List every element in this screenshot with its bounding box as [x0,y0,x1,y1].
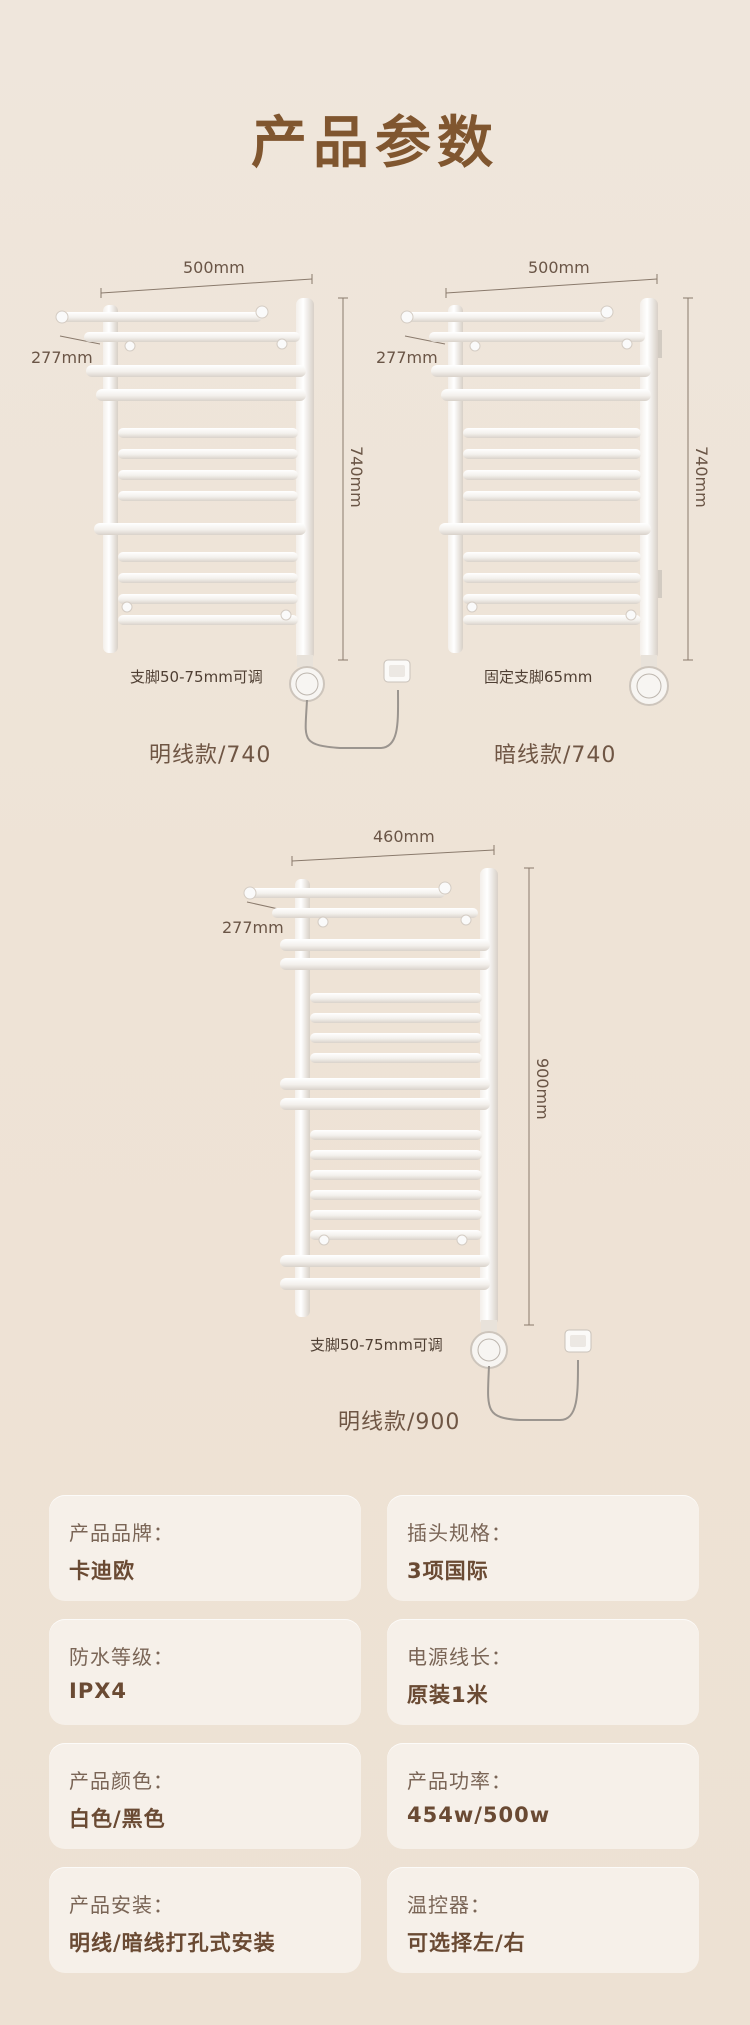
depth-dimension: 277mm [222,918,284,937]
spec-card-plug: 插头规格： 3项国际 [387,1495,699,1601]
height-dimension: 900mm [533,1058,552,1120]
product-caption: 明线款/900 [338,1410,461,1435]
spec-card-waterproof: 防水等级： IPX4 [49,1619,361,1725]
spec-card-thermostat: 温控器： 可选择左/右 [387,1867,699,1973]
spec-card-cable: 电源线长： 原装1米 [387,1619,699,1725]
spec-card-install: 产品安装： 明线/暗线打孔式安装 [49,1867,361,1973]
spec-label: 防水等级： [69,1645,174,1669]
leg-note: 支脚50-75mm可调 [310,1336,443,1354]
spec-label: 产品功率： [407,1769,512,1793]
spec-label: 插头规格： [407,1521,512,1545]
product-concealed-740: 500mm 277mm 740mm 固定支脚65mm 暗线款/740 [0,0,750,780]
spec-label: 产品安装： [69,1893,174,1917]
spec-card-color: 产品颜色： 白色/黑色 [49,1743,361,1849]
spec-value: 卡迪欧 [69,1559,135,1583]
spec-card-brand: 产品品牌： 卡迪欧 [49,1495,361,1601]
towel-rack-illustration [55,274,411,749]
spec-value: 白色/黑色 [69,1807,166,1831]
product-caption: 明线款/740 [149,743,272,768]
spec-label: 产品品牌： [69,1521,174,1545]
product-caption: 暗线款/740 [494,743,617,768]
leg-note: 固定支脚65mm [484,668,593,686]
leg-note: 支脚50-75mm可调 [130,668,263,686]
spec-value: IPX4 [69,1679,128,1703]
spec-value: 3项国际 [407,1559,489,1583]
spec-value: 可选择左/右 [407,1931,526,1955]
depth-dimension: 277mm [31,348,93,367]
spec-label: 温控器： [407,1893,491,1917]
width-dimension: 500mm [528,258,590,277]
spec-value: 明线/暗线打孔式安装 [69,1931,276,1955]
spec-value: 原装1米 [407,1683,489,1707]
product-open-740: 500mm 277mm 740mm 支脚50-75mm可调 明线款/740 [0,0,750,780]
spec-label: 电源线长： [407,1645,512,1669]
depth-dimension: 277mm [376,348,438,367]
width-dimension: 460mm [373,827,435,846]
page-title: 产品参数 [251,111,499,176]
towel-rack-illustration [400,274,693,706]
width-dimension: 500mm [183,258,245,277]
spec-value: 454w/500w [407,1803,551,1827]
spec-label: 产品颜色： [69,1769,174,1793]
towel-rack-illustration [243,845,592,1421]
spec-card-power: 产品功率： 454w/500w [387,1743,699,1849]
product-open-900: 460mm 277mm 900mm 支脚50-75mm可调 明线款/900 [222,827,592,1435]
